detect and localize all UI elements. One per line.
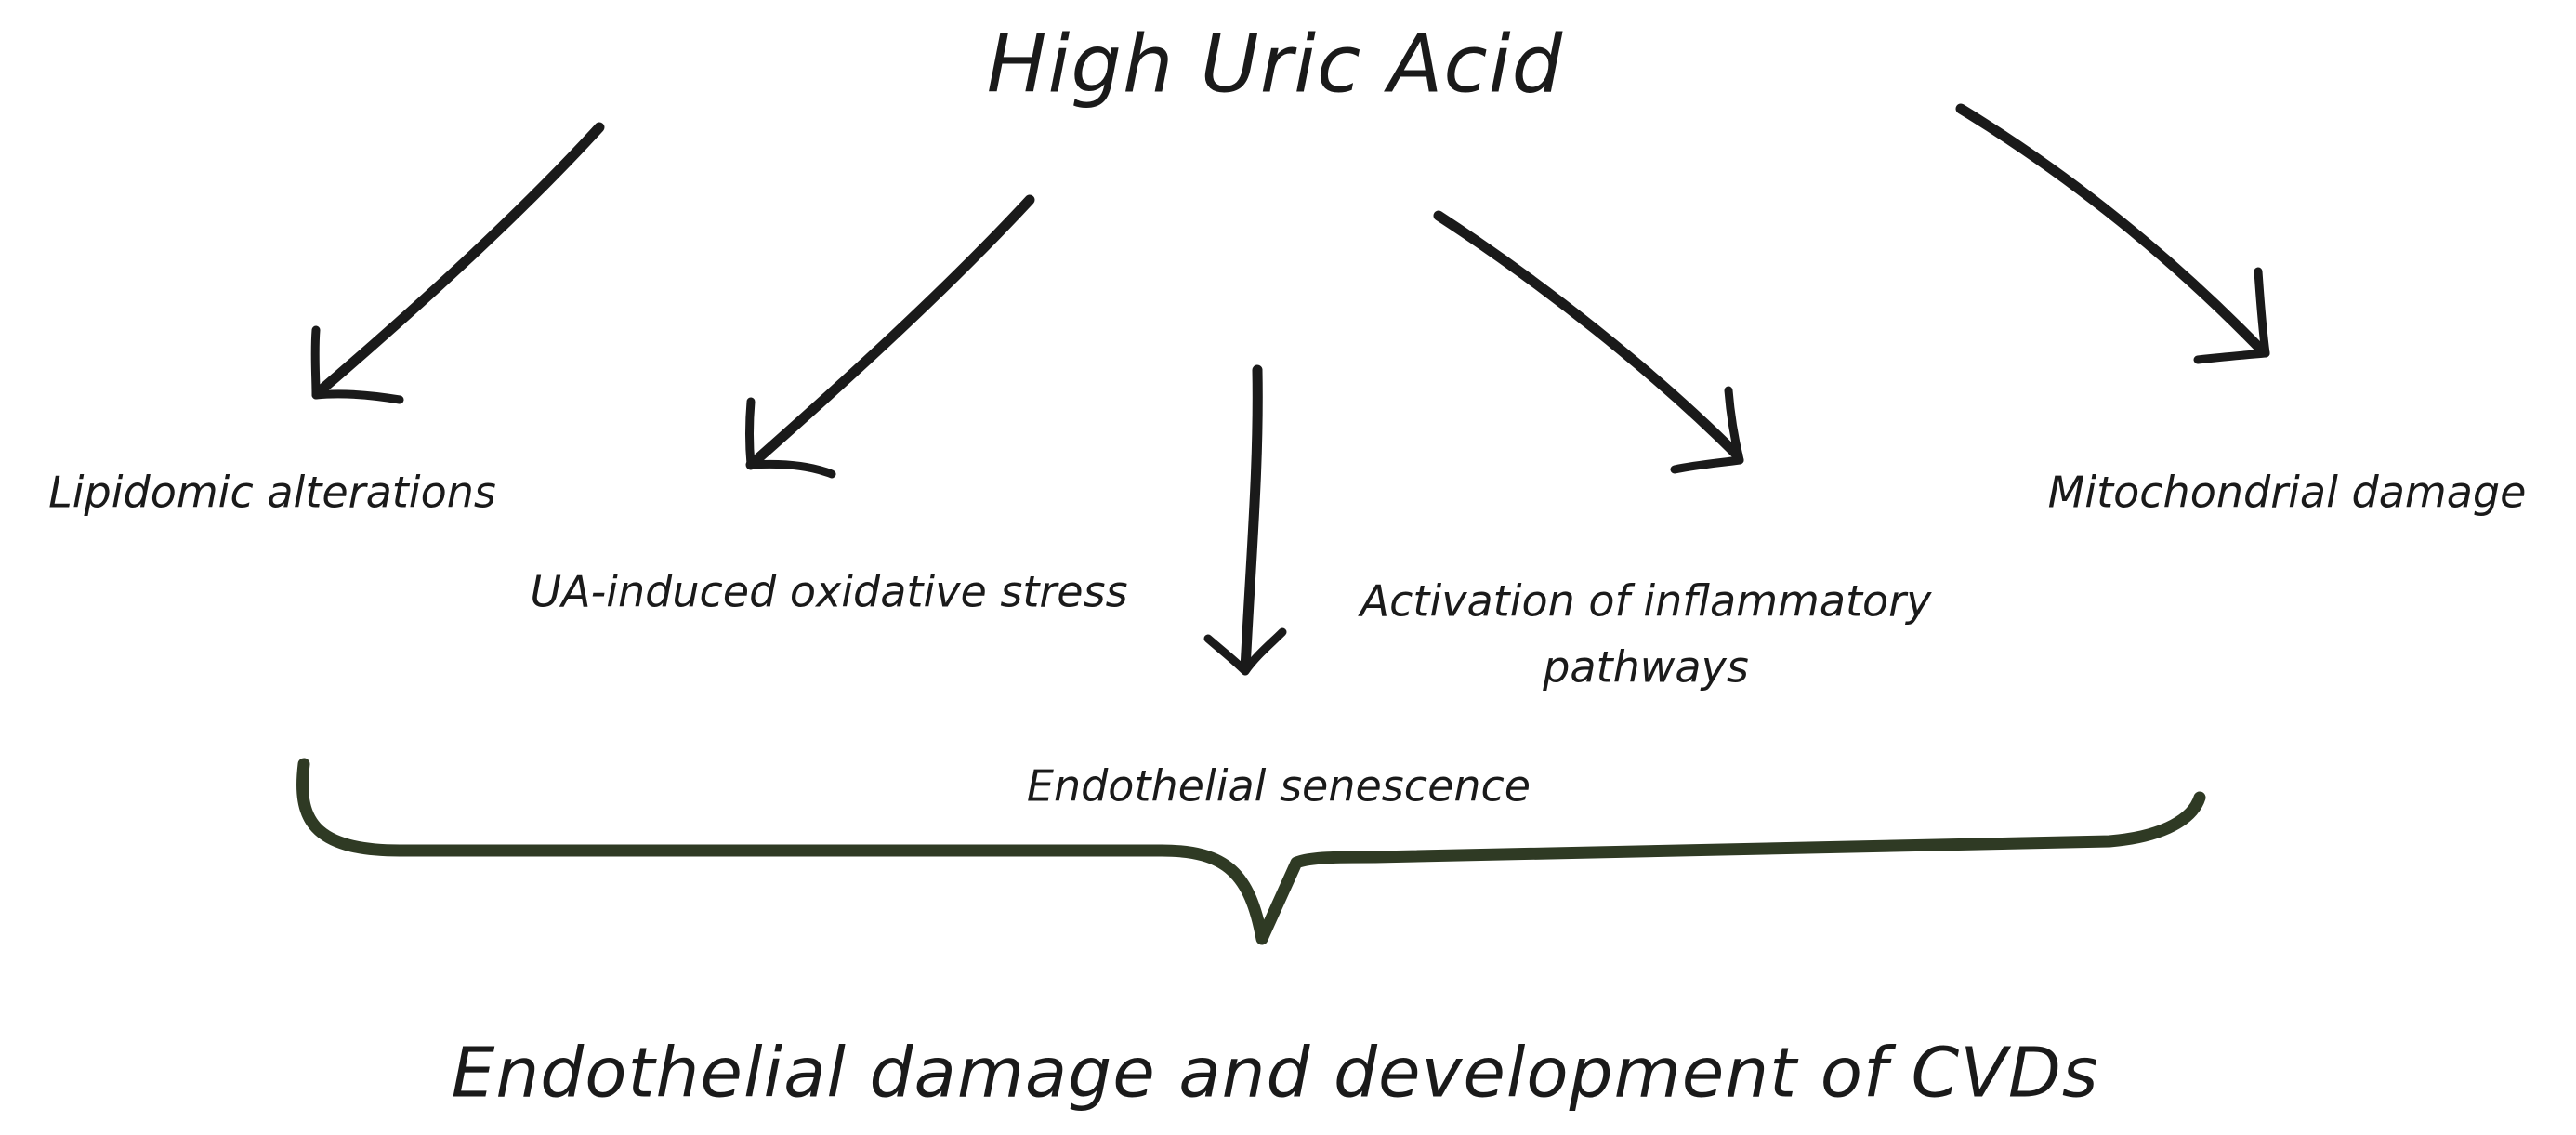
grouping-brace xyxy=(296,758,2206,945)
cause-endothelial-senescence: Endothelial senescence xyxy=(1026,760,1531,812)
cause-mitochondrial-damage: Mitochondrial damage xyxy=(2047,467,2527,518)
cause-inflammatory-line2: pathways xyxy=(1543,642,1749,693)
arrow-to-mitochondrial xyxy=(1955,103,2270,364)
diagram-outcome: Endothelial damage and development of CV… xyxy=(451,1033,2099,1114)
arrow-to-lipidomic xyxy=(310,122,605,404)
diagram-title: High Uric Acid xyxy=(986,18,1564,112)
arrow-to-senescence xyxy=(1203,364,1287,676)
arrow-to-oxidative xyxy=(745,194,1035,479)
cause-oxidative-stress: UA-induced oxidative stress xyxy=(530,566,1128,617)
cause-inflammatory-pathways: Activation of inflammatory pathways xyxy=(1360,569,1932,702)
arrow-to-inflammatory xyxy=(1433,210,1744,474)
cause-inflammatory-line1: Activation of inflammatory xyxy=(1360,575,1932,627)
cause-lipidomic-alterations: Lipidomic alterations xyxy=(48,467,496,518)
